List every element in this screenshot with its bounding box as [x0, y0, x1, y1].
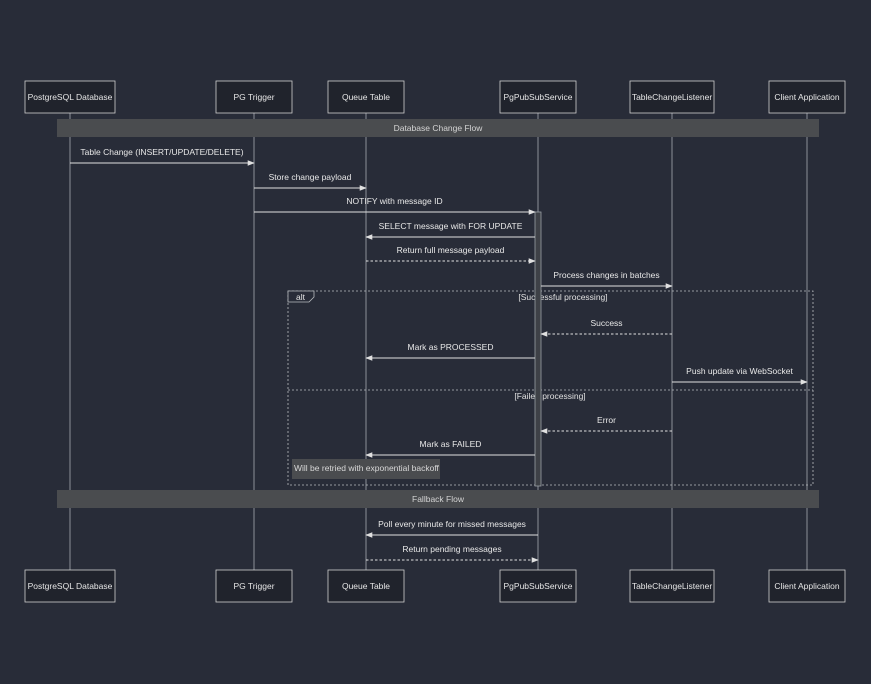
message: Return full message payload: [366, 245, 536, 264]
message-label: Store change payload: [269, 172, 352, 182]
message-label: Poll every minute for missed messages: [378, 519, 526, 529]
participant-listener-bottom: TableChangeListener: [629, 569, 715, 603]
participant-label: TableChangeListener: [632, 581, 713, 591]
message-label: Error: [597, 415, 616, 425]
participant-label: Queue Table: [342, 581, 390, 591]
message-label: Success: [590, 318, 622, 328]
alt-label: alt: [296, 292, 306, 302]
participant-client-bottom: Client Application: [768, 569, 846, 603]
participant-label: Client Application: [774, 92, 839, 102]
participant-label: Queue Table: [342, 92, 390, 102]
participant-pg-bottom: PostgreSQL Database: [24, 569, 116, 603]
message-label: Return pending messages: [402, 544, 501, 554]
participant-label: PG Trigger: [233, 92, 274, 102]
note-text: Will be retried with exponential backoff: [294, 463, 440, 473]
message: Mark as PROCESSED: [365, 342, 535, 361]
message: Store change payload: [254, 172, 367, 191]
message: Poll every minute for missed messages: [365, 519, 538, 538]
message-label: Return full message payload: [397, 245, 505, 255]
message: Error: [540, 415, 672, 434]
participant-service-bottom: PgPubSubService: [499, 569, 577, 603]
note-retry: Will be retried with exponential backoff: [292, 459, 440, 479]
section-database-change-flow-label: Database Change Flow: [394, 123, 484, 133]
participant-client-top: Client Application: [768, 80, 846, 114]
message-label: Table Change (INSERT/UPDATE/DELETE): [80, 147, 243, 157]
participant-label: PostgreSQL Database: [28, 92, 113, 102]
alt-fragment: alt [Successful processing] [Failed proces…: [287, 290, 814, 486]
message: Push update via WebSocket: [672, 366, 808, 385]
message: NOTIFY with message ID: [254, 196, 536, 215]
message-label: NOTIFY with message ID: [346, 196, 442, 206]
message-label: Push update via WebSocket: [686, 366, 793, 376]
participant-queue-top: Queue Table: [327, 80, 405, 114]
participant-label: PgPubSubService: [504, 92, 573, 102]
participant-trigger-bottom: PG Trigger: [215, 569, 293, 603]
participant-trigger-top: PG Trigger: [215, 80, 293, 114]
participant-listener-top: TableChangeListener: [629, 80, 715, 114]
message: Return pending messages: [366, 544, 539, 563]
message-label: Mark as PROCESSED: [408, 342, 494, 352]
message: Table Change (INSERT/UPDATE/DELETE): [70, 147, 255, 166]
message: Success: [540, 318, 672, 337]
alt-condition-success: [Successful processing]: [518, 292, 607, 302]
section-fallback-flow: Fallback Flow: [57, 490, 819, 508]
alt-condition-failed: [Failed processing]: [514, 391, 585, 401]
activation-pgpubsubservice: [534, 211, 542, 487]
section-database-change-flow: Database Change Flow: [57, 119, 819, 137]
participant-service-top: PgPubSubService: [499, 80, 577, 114]
message-label: Process changes in batches: [553, 270, 659, 280]
participant-label: PostgreSQL Database: [28, 581, 113, 591]
message-label: Mark as FAILED: [420, 439, 482, 449]
participant-pg-top: PostgreSQL Database: [24, 80, 116, 114]
message: Process changes in batches: [541, 270, 673, 289]
section-fallback-flow-label: Fallback Flow: [412, 494, 465, 504]
participant-label: PG Trigger: [233, 581, 274, 591]
participant-label: Client Application: [774, 581, 839, 591]
message: SELECT message with FOR UPDATE: [365, 221, 535, 240]
participant-label: TableChangeListener: [632, 92, 713, 102]
participant-queue-bottom: Queue Table: [327, 569, 405, 603]
message-label: SELECT message with FOR UPDATE: [379, 221, 523, 231]
message: Mark as FAILED: [365, 439, 535, 458]
participant-label: PgPubSubService: [504, 581, 573, 591]
